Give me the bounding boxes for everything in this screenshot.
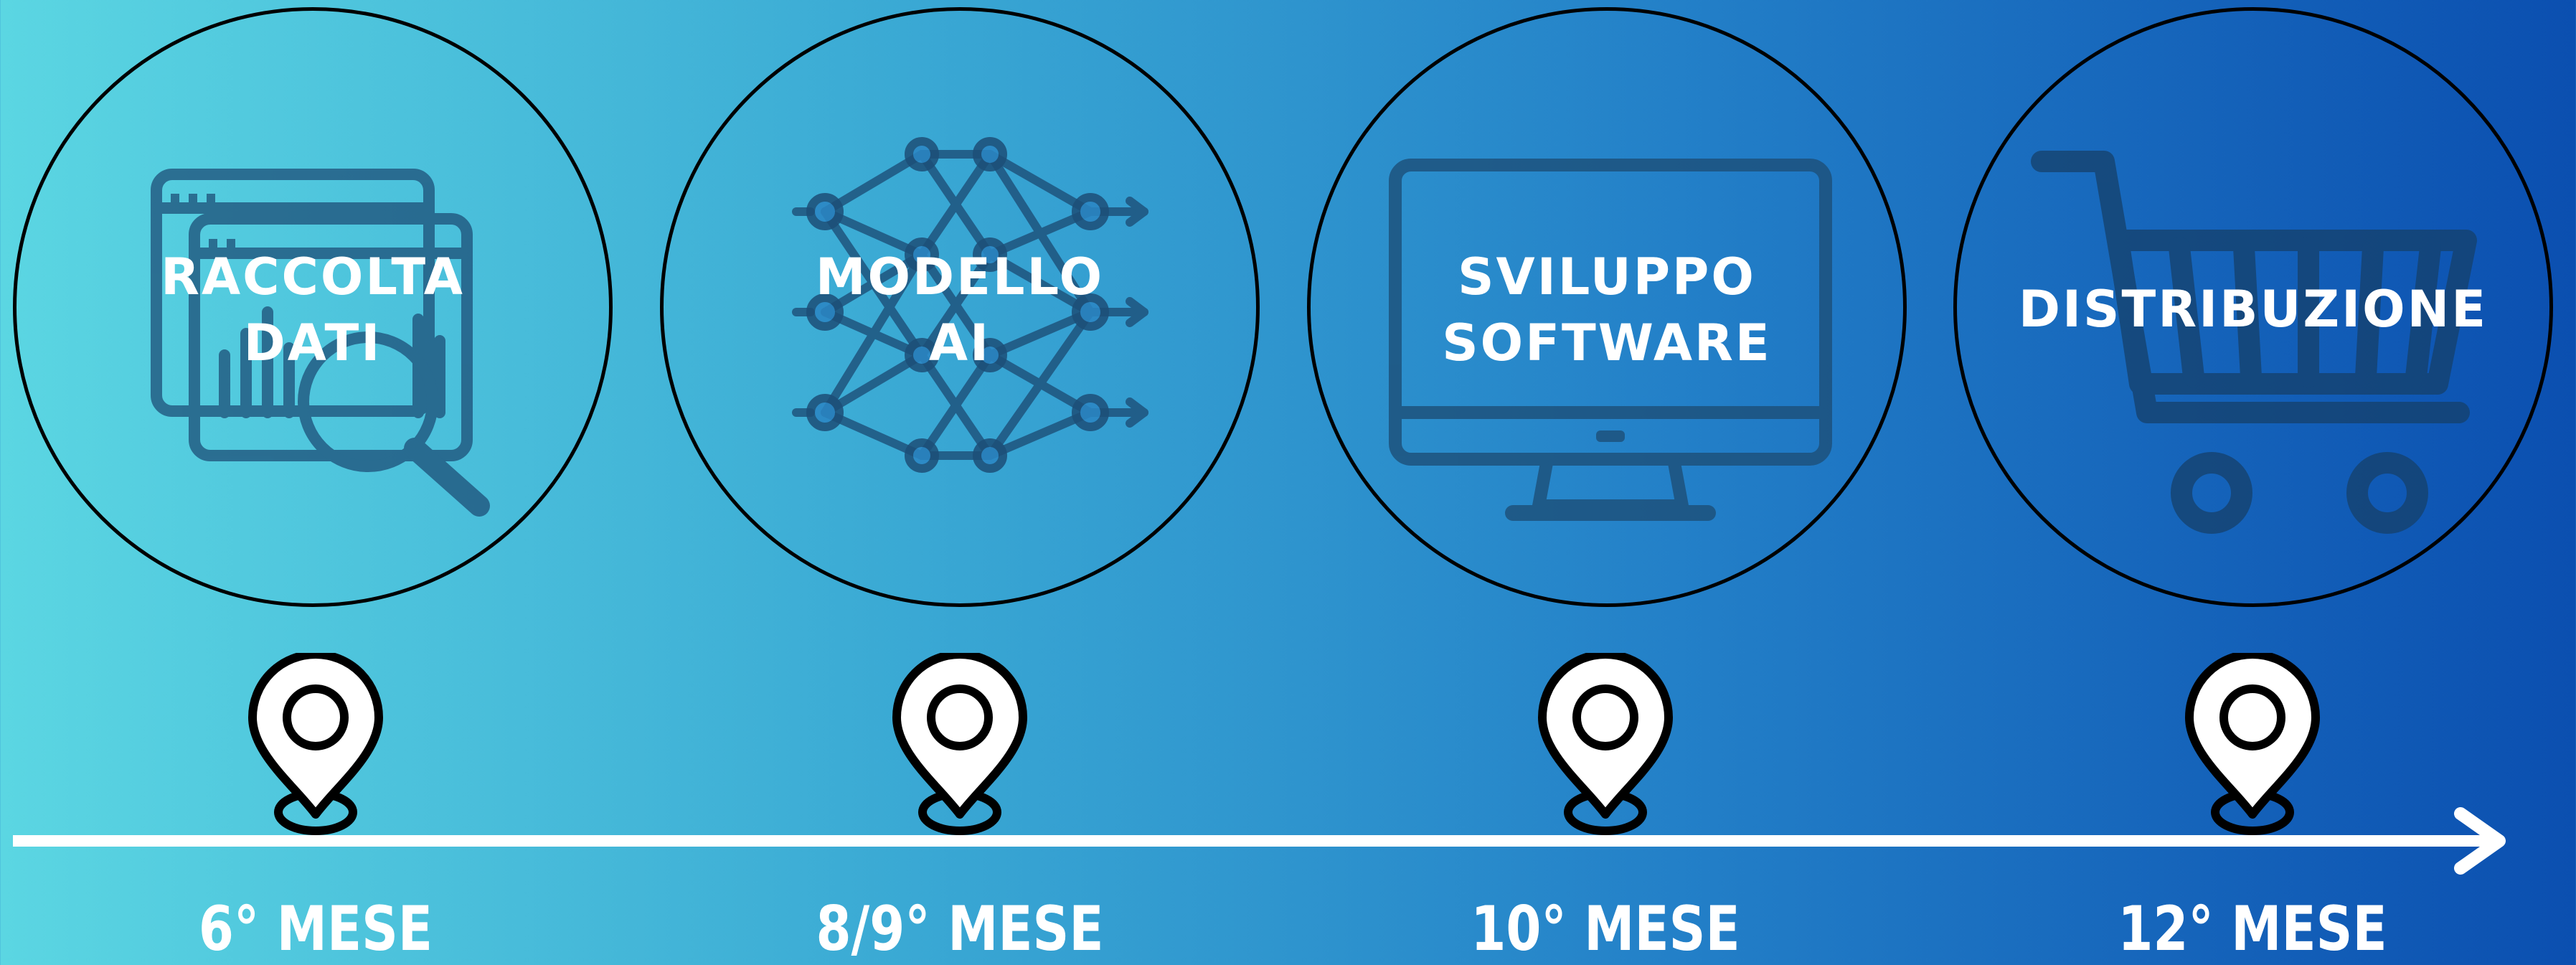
- location-pin-icon: [248, 653, 383, 835]
- month-label: 6° MESE: [198, 893, 433, 965]
- stage-circle-modello-ai: MODELLO AI: [660, 7, 1260, 607]
- month-label: 8/9° MESE: [816, 893, 1104, 965]
- stage-circle-sviluppo-software: SVILUPPO SOFTWARE: [1307, 7, 1907, 607]
- stage-circle-raccolta-dati: RACCOLTA DATI: [13, 7, 613, 607]
- neural-network-icon: [792, 137, 1148, 473]
- location-pin-icon: [892, 653, 1027, 835]
- stage-title: MODELLO AI: [664, 244, 1256, 376]
- location-pin-icon: [1538, 653, 1673, 835]
- stage-title-line: RACCOLTA: [161, 248, 465, 306]
- shopping-cart-icon: [2031, 151, 2477, 534]
- monitor-icon: [1389, 159, 1832, 521]
- stage-title: RACCOLTA DATI: [16, 244, 609, 376]
- stage-title-line: DATI: [243, 314, 382, 372]
- stage-title: DISTRIBUZIONE: [1957, 276, 2549, 342]
- stage-circle-distribuzione: DISTRIBUZIONE: [1953, 7, 2553, 607]
- month-label: 10° MESE: [1471, 893, 1740, 965]
- stage-title-line: AI: [928, 314, 991, 372]
- stage-title-line: MODELLO: [815, 248, 1105, 306]
- stage-title: SVILUPPO SOFTWARE: [1311, 244, 1903, 376]
- location-pin-icon: [2185, 653, 2320, 835]
- stage-title-line: SOFTWARE: [1442, 314, 1772, 372]
- month-label: 12° MESE: [2118, 893, 2387, 965]
- data-search-icon: [151, 169, 490, 517]
- stage-title-line: SVILUPPO: [1458, 248, 1756, 306]
- stage-title-line: DISTRIBUZIONE: [2018, 280, 2488, 339]
